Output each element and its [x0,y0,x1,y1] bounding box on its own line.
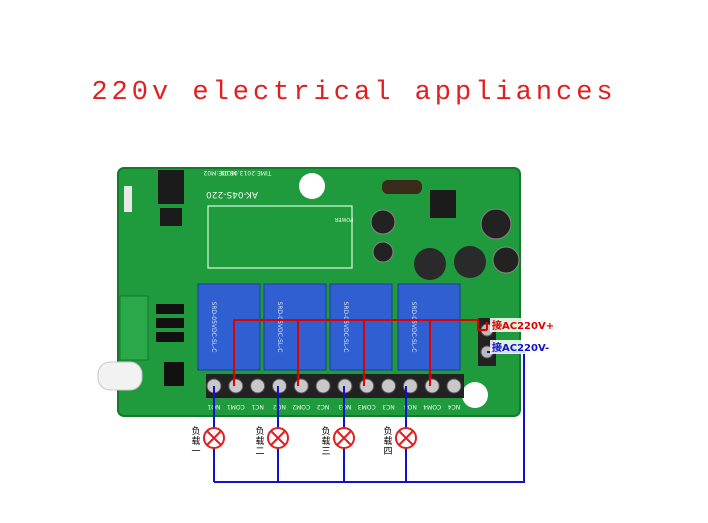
pin-header [164,362,184,386]
pin-header [156,304,184,314]
load-label-char: 载 [255,435,264,447]
relay-3: SRD-05VDC-SL-C [329,283,393,371]
load-2: 负 载 二 [255,425,289,457]
relay-text: SRD-05VDC-SL-C [276,302,283,353]
ic-chip [160,208,182,226]
capacitor [480,208,512,240]
power-diode [382,180,422,194]
relay-text: SRD-05VDC-SL-C [410,302,417,353]
live-wire [233,319,488,386]
load-label-char: 负 [255,425,264,437]
pcb-board: SRD-05VDC-SL-C SRD-05VDC-SL-C SRD-05VDC-… [97,167,521,417]
terminal-screw [315,378,331,394]
load-label-char: 负 [321,425,330,437]
ac-positive-label: 接AC220V+ [492,319,554,332]
load-label-char: 四 [383,447,392,457]
model-label: AK-04S-220 [206,189,258,199]
pin-header [156,318,184,328]
relay-1: SRD-05VDC-SL-C [197,283,261,371]
terminal-screws [206,378,462,394]
terminal-label: NC2 [317,403,330,410]
model-code: MODE:M02 [203,169,236,176]
terminal-label: NO4 [404,403,417,410]
regulator-chip [430,190,456,218]
inductor [454,246,486,278]
mounting-hole [462,382,488,408]
load-label-char: 载 [321,435,330,447]
terminal-screw [424,378,440,394]
terminal-screw [359,378,375,394]
ic-chip [158,170,184,204]
page-title: 220v electrical appliances [91,78,617,108]
relay-2: SRD-05VDC-SL-C [263,283,327,371]
terminal-label: NO2 [273,403,286,410]
terminal-label: NC3 [382,403,395,410]
terminal-screw [293,378,309,394]
terminal-screw [228,378,244,394]
terminal-label: NC4 [448,403,461,410]
date-code: TIME:2013.05.09 [220,169,272,176]
terminal-block [206,374,464,398]
ac-negative-label: 接AC220V- [492,341,549,354]
pin-header [156,332,184,342]
relay-text: SRD-05VDC-SL-C [342,302,349,353]
terminal-screw [271,378,287,394]
capacitor [492,246,520,274]
terminal-label: NC1 [251,403,264,410]
load-label-char: 载 [191,435,200,447]
receiver-module [119,295,149,361]
terminal-label: COM2 [292,403,310,410]
terminal-label: COM4 [423,403,441,410]
terminal-label: COM3 [358,403,376,410]
power-label: POWER [334,216,353,222]
button-switch [124,186,132,212]
load-4: 负 载 四 [383,425,417,457]
load-label-char: 负 [383,425,392,437]
load-1: 负 载 一 [191,425,225,457]
antenna-coil [97,361,143,391]
load-label-char: 负 [191,425,200,437]
capacitor [372,241,394,263]
relay-text: SRD-05VDC-SL-C [210,302,217,353]
terminal-screw [381,378,397,394]
load-label-char: 三 [321,447,330,457]
load-label-char: 二 [255,447,264,457]
terminal-label: COM1 [227,403,245,410]
load-label-char: 一 [191,447,200,457]
load-label-char: 载 [383,435,392,447]
terminal-screw [446,378,462,394]
mounting-hole [299,173,325,199]
load-3: 负 载 三 [321,425,355,457]
capacitor [370,209,396,235]
terminal-screw [250,378,266,394]
antenna-outline [207,205,353,269]
inductor [414,248,446,280]
